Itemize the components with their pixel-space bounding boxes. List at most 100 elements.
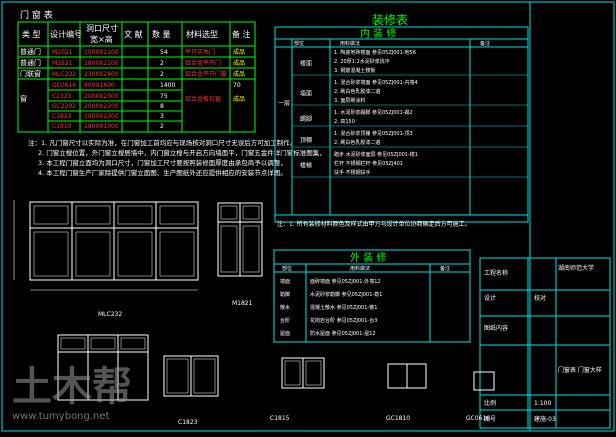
door-row-note: 成品 bbox=[233, 95, 245, 103]
finish-part-label: 顶棚 bbox=[300, 136, 312, 144]
exterior-header-note: 备注 bbox=[440, 265, 450, 272]
note-line-2: 2. 门窗立樘位置，外门窗立樘居墙中，内门窗立樘与开启方向墙面平，门窗五金件详门… bbox=[38, 148, 326, 157]
finish-table-rows: 1. 陶瓷地砖楼面 参见05ZJ001-地56 2. 20厚1:2水泥砂浆找平 3.… bbox=[278, 49, 528, 178]
door-row-size: 600X1600 bbox=[84, 82, 115, 89]
door-row-type: 窗 bbox=[20, 94, 27, 103]
finish-row-line: 2. 刷白色乳胶漆二遍 bbox=[334, 139, 380, 146]
elevation-gc1810: GC1810 bbox=[386, 363, 427, 422]
exterior-row-part: 散水 bbox=[280, 304, 290, 311]
exterior-row-part: 台阶 bbox=[280, 317, 290, 324]
finish-row-line: 栏杆 不锈钢栏杆 参见05ZJ401 bbox=[334, 160, 403, 167]
finish-group-label: 一层 bbox=[278, 100, 290, 107]
finish-table-frame bbox=[274, 26, 529, 223]
exterior-table-title: 外 装 修 bbox=[350, 251, 386, 264]
door-row-code: M1021 bbox=[52, 49, 73, 56]
exterior-row-spec: 花岗岩台阶 参见05ZJ001-台3 bbox=[310, 317, 377, 324]
elevation-label-gc1810: GC1810 bbox=[386, 415, 410, 422]
door-row-code: MLC232 bbox=[52, 71, 76, 78]
title-check-label: 校对 bbox=[534, 294, 546, 302]
door-row-qty: 75 bbox=[160, 93, 168, 100]
title-drawing-label: 图纸内容 bbox=[484, 324, 508, 332]
door-row-type: 门联窗 bbox=[20, 69, 41, 78]
door-row-material: 铝合金推拉窗 bbox=[185, 95, 221, 103]
finish-header-note: 备注 bbox=[480, 40, 490, 47]
door-row-code: M1821 bbox=[52, 60, 73, 67]
door-row-size: 1000X2100 bbox=[84, 49, 119, 56]
elevation-m1821: M1821 bbox=[217, 202, 263, 307]
elevation-mlc232: MLC232 bbox=[13, 200, 199, 318]
finish-row-line: 3. 面层刷涂料 bbox=[334, 97, 365, 104]
finish-header-part: 部位 bbox=[294, 40, 304, 47]
svg-text:文 献: 文 献 bbox=[124, 29, 143, 39]
finish-row-line: 3. 钢筋混凝土楼板 bbox=[334, 67, 375, 74]
exterior-header-spec: 用料做法 bbox=[350, 265, 370, 272]
title-scale: 1:100 bbox=[534, 400, 551, 407]
elevation-gc0616: GC0616 bbox=[466, 371, 495, 422]
door-row-qty: 2 bbox=[160, 60, 164, 67]
finish-part-label: 墙面 bbox=[300, 90, 312, 98]
door-header-qty: 数 量 bbox=[152, 29, 171, 39]
finish-row-line: 2. 刷白色乳胶漆二遍 bbox=[334, 88, 380, 95]
note-line-1: 注：1. 凡门窗尺寸以实际为准，在门窗加工前均应与现场核对洞口尺寸无误后方可加工… bbox=[28, 138, 296, 147]
title-school: 湖南师范大学 bbox=[558, 264, 594, 272]
elevation-label-c1823: C1823 bbox=[178, 419, 198, 426]
door-row-qty: 8 bbox=[160, 103, 164, 110]
title-design-label: 设计 bbox=[484, 294, 496, 302]
title-scale-label: 比例 bbox=[484, 399, 496, 407]
door-table-title: 门 窗 表 bbox=[20, 9, 53, 21]
finish-footnote: 注：1. 所有装修材料颜色及样式由甲方与设计单位协商确定后方可施工。 bbox=[277, 220, 471, 228]
door-row-code: C1823 bbox=[52, 113, 72, 120]
elevation-c1815b: C1815 bbox=[270, 357, 325, 422]
finish-row-line: 2. 高150 bbox=[334, 118, 355, 125]
finish-row-line: 1. 陶瓷地砖楼面 参见05ZJ001-地56 bbox=[334, 49, 416, 56]
door-row-size: 1800X1000 bbox=[84, 123, 119, 130]
title-block: 工程名称 湖南师范大学 设计 校对 图纸内容 门窗表 门窗大样 比例 1:100… bbox=[479, 2, 611, 431]
door-row-size: 2000X2200 bbox=[84, 103, 119, 110]
exterior-table-frame bbox=[273, 249, 471, 343]
door-header-note: 备 注 bbox=[232, 29, 251, 39]
title-project-label: 工程名称 bbox=[484, 269, 508, 277]
door-table-frame bbox=[17, 21, 256, 133]
title-drawing-name: 门窗表 门窗大样 bbox=[558, 366, 602, 374]
exterior-row-spec: 水泥砂浆勒脚 参见05ZJ001-勒1 bbox=[310, 291, 382, 298]
finish-table-title: 装修表 bbox=[372, 12, 408, 27]
finish-row-line: 1. 混合砂浆顶棚 参见05ZJ001-顶3 bbox=[334, 130, 413, 137]
door-row-code: GC2202 bbox=[52, 103, 76, 110]
finish-section-title: 内 装 修 bbox=[360, 27, 396, 40]
door-row-type: 普通门 bbox=[20, 47, 41, 56]
exterior-row-spec: 混凝土散水 参见05ZJ001-散1 bbox=[310, 304, 377, 311]
door-row-material: 铝合金平开门 bbox=[185, 59, 221, 67]
door-row-size: 2000X2300 bbox=[84, 93, 119, 100]
elevation-label-mlc232: MLC232 bbox=[98, 311, 122, 318]
finish-row-line: 1. 水泥砂浆踢脚 参见05ZJ001-踢2 bbox=[334, 109, 413, 116]
door-row-qty: 54 bbox=[160, 49, 168, 56]
door-row-qty: 1400 bbox=[160, 82, 175, 89]
finish-row-line: 扶手 不锈钢扶手 bbox=[334, 169, 371, 176]
door-row-size: 1800X2300 bbox=[84, 113, 119, 120]
note-line-4: 4. 本工程门窗生产厂家除提供门窗立面图、生产图纸外还应提供相应的安装节点详图。 bbox=[38, 168, 287, 177]
door-header-type: 类 型 bbox=[22, 29, 41, 39]
finish-row-line: 2. 20厚1:2水泥砂浆找平 bbox=[334, 58, 390, 65]
title-number-label: 图号 bbox=[484, 416, 496, 423]
door-row-qty: 2 bbox=[160, 123, 164, 130]
door-notes: 注：1. 凡门窗尺寸以实际为准，在门窗加工前均应与现场核对洞口尺寸无误后方可加工… bbox=[28, 138, 326, 177]
elevation-label-gc0616: GC0616 bbox=[466, 415, 490, 422]
finish-header-spec: 用料做法 bbox=[340, 40, 360, 47]
elevation-c1823: C1823 bbox=[57, 334, 198, 426]
door-row-type: 普通门 bbox=[20, 58, 41, 67]
door-header-size: 洞口尺寸 bbox=[86, 23, 118, 33]
exterior-row-part: 屋面 bbox=[280, 331, 290, 337]
door-row-code: C2323 bbox=[52, 93, 72, 100]
door-row-note: 70 bbox=[233, 82, 241, 89]
door-row-qty: 3 bbox=[160, 113, 164, 120]
exterior-row-part: 墙面 bbox=[280, 278, 290, 285]
door-window-schedule: 门 窗 表 类 型 设计编号 洞口尺寸 宽×高 文 献 数 量 材料选型 备 注… bbox=[17, 9, 256, 133]
door-row-size: 2300X2400 bbox=[84, 71, 119, 78]
elevation-c1815 bbox=[163, 355, 219, 397]
watermark-brand: 土木帮 bbox=[12, 364, 132, 410]
door-row-note: 成品 bbox=[233, 70, 245, 78]
finish-schedule: 装修表 内 装 修 部位 用料做法 备注 1. 陶瓷地砖楼面 参见05ZJ001… bbox=[274, 12, 529, 228]
